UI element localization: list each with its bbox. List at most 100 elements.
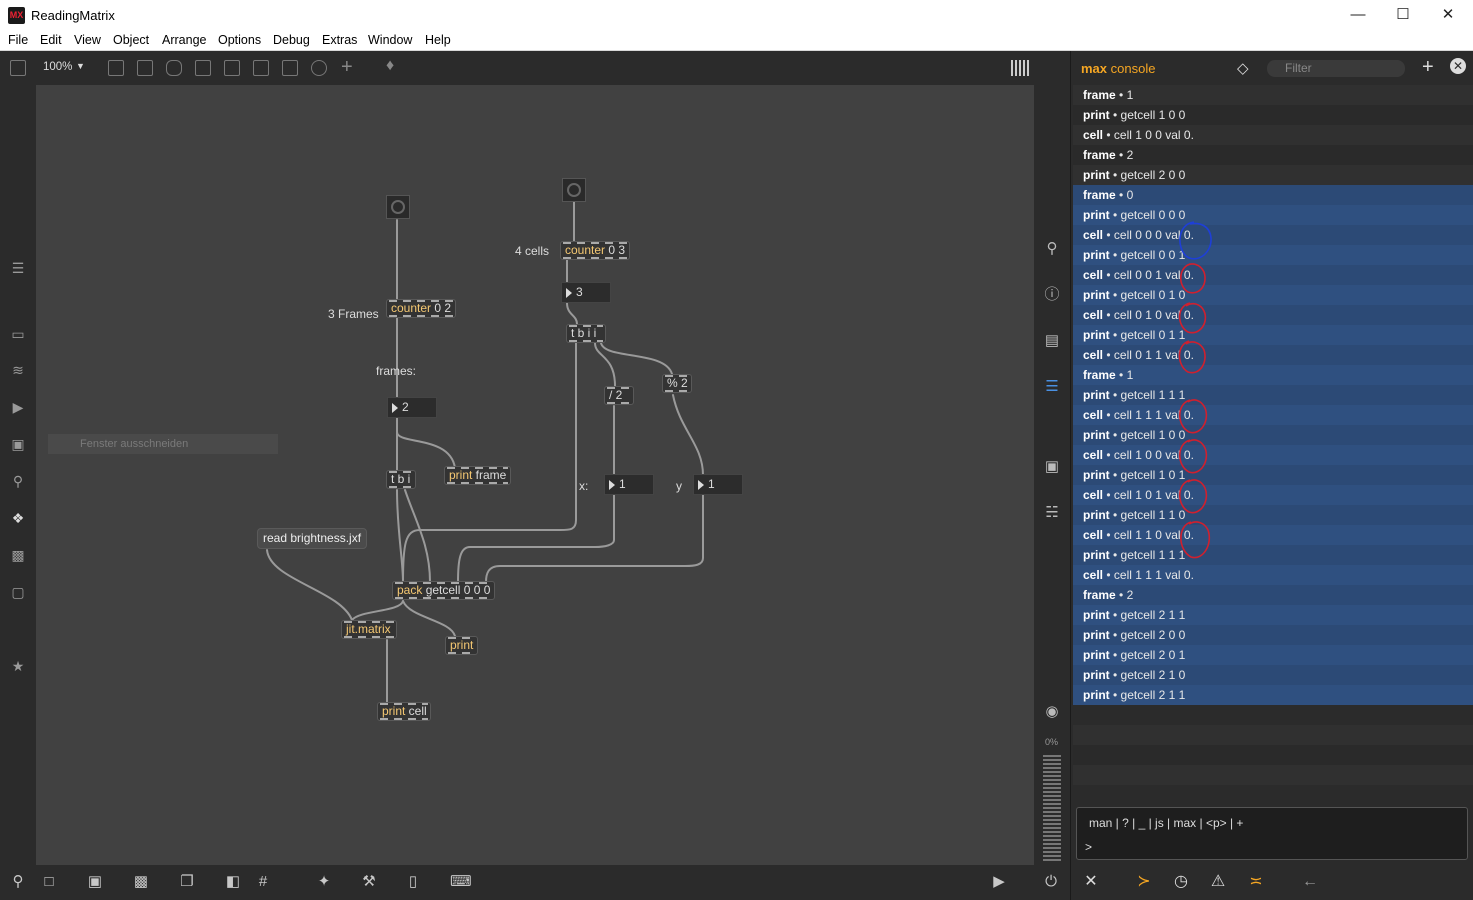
console-row[interactable]: print • getcell 0 1 1 <box>1073 325 1473 345</box>
transport-icon[interactable]: ▶ <box>993 873 1005 890</box>
console-row[interactable]: print • getcell 0 0 1 <box>1073 245 1473 265</box>
new-dial-icon[interactable] <box>311 60 327 76</box>
console-row[interactable]: cell • cell 1 0 1 val 0. <box>1073 485 1473 505</box>
menu-extras[interactable]: Extras <box>322 33 358 47</box>
paint-bucket-icon[interactable]: ♦ <box>386 57 395 74</box>
windows-icon[interactable]: ❐ <box>180 873 194 890</box>
menu-options[interactable]: Options <box>218 33 262 47</box>
filter-input[interactable]: Filter <box>1267 60 1405 77</box>
console-row[interactable]: print • getcell 0 1 0 <box>1073 285 1473 305</box>
console-row[interactable]: frame • 0 <box>1073 185 1473 205</box>
info-icon[interactable]: ⓘ <box>1044 286 1060 303</box>
print-cell-object[interactable]: print cell <box>377 702 431 721</box>
sidebar-toggle-icon[interactable] <box>10 60 26 76</box>
scroll-lock-icon[interactable]: ≍ <box>1249 873 1263 890</box>
menu-view[interactable]: View <box>74 33 101 47</box>
counter-cells-object[interactable]: counter 0 3 <box>560 241 630 260</box>
console-row[interactable]: cell • cell 1 1 1 val 0. <box>1073 565 1473 585</box>
console-row[interactable]: cell • cell 1 1 0 val 0. <box>1073 525 1473 545</box>
console-row[interactable]: print • getcell 0 0 0 <box>1073 205 1473 225</box>
number-frames[interactable]: 2 <box>387 397 437 418</box>
console-row[interactable]: cell • cell 0 1 0 val 0. <box>1073 305 1473 325</box>
lock-icon[interactable]: ⚲ <box>12 873 24 890</box>
console-row[interactable]: frame • 2 <box>1073 585 1473 605</box>
package-icon[interactable]: ❖ <box>11 510 25 526</box>
console-list-icon[interactable]: ☰ <box>1045 378 1059 395</box>
star-icon[interactable]: ★ <box>11 658 25 674</box>
console-command-box[interactable]: man | ? | _ | js | max | <p> | + > <box>1076 807 1468 860</box>
snippet-icon[interactable]: ▢ <box>11 584 25 600</box>
menu-help[interactable]: Help <box>425 33 451 47</box>
locate-icon[interactable]: ◇ <box>1237 60 1249 77</box>
console-row[interactable]: frame • 1 <box>1073 85 1473 105</box>
power-icon[interactable]: ⏻ <box>1045 873 1057 890</box>
jit-matrix-object[interactable]: jit.matrix <box>341 620 397 639</box>
div2-object[interactable]: / 2 <box>604 386 634 405</box>
mute-icon[interactable]: ◧ <box>225 873 241 890</box>
clear-close-icon[interactable]: ✕ <box>1450 58 1466 74</box>
console-row[interactable]: frame • 2 <box>1073 145 1473 165</box>
console-row[interactable]: print • getcell 2 1 0 <box>1073 665 1473 685</box>
console-row[interactable]: cell • cell 0 0 0 val 0. <box>1073 225 1473 245</box>
command-prompt[interactable]: > <box>1085 840 1093 854</box>
menu-lines-icon[interactable]: ☰ <box>11 260 25 276</box>
console-row[interactable]: print • getcell 1 0 1 <box>1073 465 1473 485</box>
console-row[interactable]: print • getcell 1 1 1 <box>1073 545 1473 565</box>
console-row[interactable]: print • getcell 2 1 1 <box>1073 605 1473 625</box>
bang-frames[interactable] <box>386 195 410 219</box>
number-cells[interactable]: 3 <box>561 282 611 303</box>
new-slider-icon[interactable] <box>282 60 298 76</box>
clock-icon[interactable]: ◷ <box>1174 873 1188 890</box>
tbii-object[interactable]: t b i i <box>566 324 606 343</box>
minimize-button[interactable]: — <box>1350 6 1366 23</box>
terminal-icon[interactable]: ≻ <box>1137 873 1151 890</box>
menu-file[interactable]: File <box>8 33 29 47</box>
presentation-icon[interactable]: □ <box>44 873 54 890</box>
console-row[interactable]: print • getcell 2 0 1 <box>1073 645 1473 665</box>
console-row[interactable]: cell • cell 0 1 1 val 0. <box>1073 345 1473 365</box>
console-row[interactable]: print • getcell 1 1 1 <box>1073 385 1473 405</box>
console-row[interactable]: print • getcell 2 1 1 <box>1073 685 1473 705</box>
new-toggle-icon[interactable] <box>224 60 240 76</box>
menu-window[interactable]: Window <box>368 33 413 47</box>
mod2-object[interactable]: % 2 <box>662 374 692 393</box>
mixer-icon[interactable]: ☵ <box>1045 504 1059 521</box>
comment-icon[interactable]: ▩ <box>133 873 149 890</box>
new-comment-icon[interactable] <box>166 60 182 76</box>
pack-object[interactable]: pack getcell 0 0 0 <box>392 581 495 600</box>
command-links[interactable]: man | ? | _ | js | max | <p> | + <box>1089 816 1244 830</box>
chevron-down-icon[interactable]: ▼ <box>76 61 85 71</box>
grid-icon[interactable] <box>1011 60 1031 76</box>
read-message[interactable]: read brightness.jxf <box>257 528 368 549</box>
audio-on-icon[interactable]: ◉ <box>1045 703 1059 720</box>
console-row[interactable]: print • getcell 1 0 0 <box>1073 425 1473 445</box>
new-number-icon[interactable] <box>253 60 269 76</box>
add-object-icon[interactable]: + <box>341 56 353 78</box>
new-object-icon[interactable] <box>108 60 124 76</box>
video-icon[interactable]: ▶ <box>12 399 24 415</box>
add-icon[interactable]: + <box>1422 56 1434 78</box>
new-message-icon[interactable] <box>137 60 153 76</box>
number-x[interactable]: 1 <box>604 474 654 495</box>
clear-icon[interactable]: ✕ <box>1084 873 1098 890</box>
counter-frames-object[interactable]: counter 0 2 <box>386 299 456 318</box>
audio-icon[interactable]: ≋ <box>12 362 24 378</box>
print-frame-object[interactable]: print frame <box>444 466 511 485</box>
snapshot-icon[interactable]: ▣ <box>1044 458 1060 475</box>
warning-icon[interactable]: ⚠ <box>1210 873 1226 890</box>
back-arrow-icon[interactable]: ← <box>1302 873 1318 890</box>
keyboard-piano-icon[interactable]: ▯ <box>408 873 418 890</box>
device-icon[interactable]: ▩ <box>11 547 25 563</box>
console-row[interactable]: cell • cell 0 0 1 val 0. <box>1073 265 1473 285</box>
tbi-object[interactable]: t b i <box>386 470 416 489</box>
search-icon[interactable]: ⚲ <box>1046 240 1058 257</box>
image-icon[interactable]: ▣ <box>11 436 25 452</box>
console-row[interactable]: print • getcell 1 0 0 <box>1073 105 1473 125</box>
menu-debug[interactable]: Debug <box>273 33 310 47</box>
console-row[interactable]: cell • cell 1 0 0 val 0. <box>1073 125 1473 145</box>
wrench-icon[interactable]: ⚒ <box>362 873 376 890</box>
menu-edit[interactable]: Edit <box>40 33 62 47</box>
wand-icon[interactable]: ✦ <box>317 873 331 890</box>
number-y[interactable]: 1 <box>693 474 743 495</box>
zoom-select[interactable]: 100% <box>43 61 73 73</box>
